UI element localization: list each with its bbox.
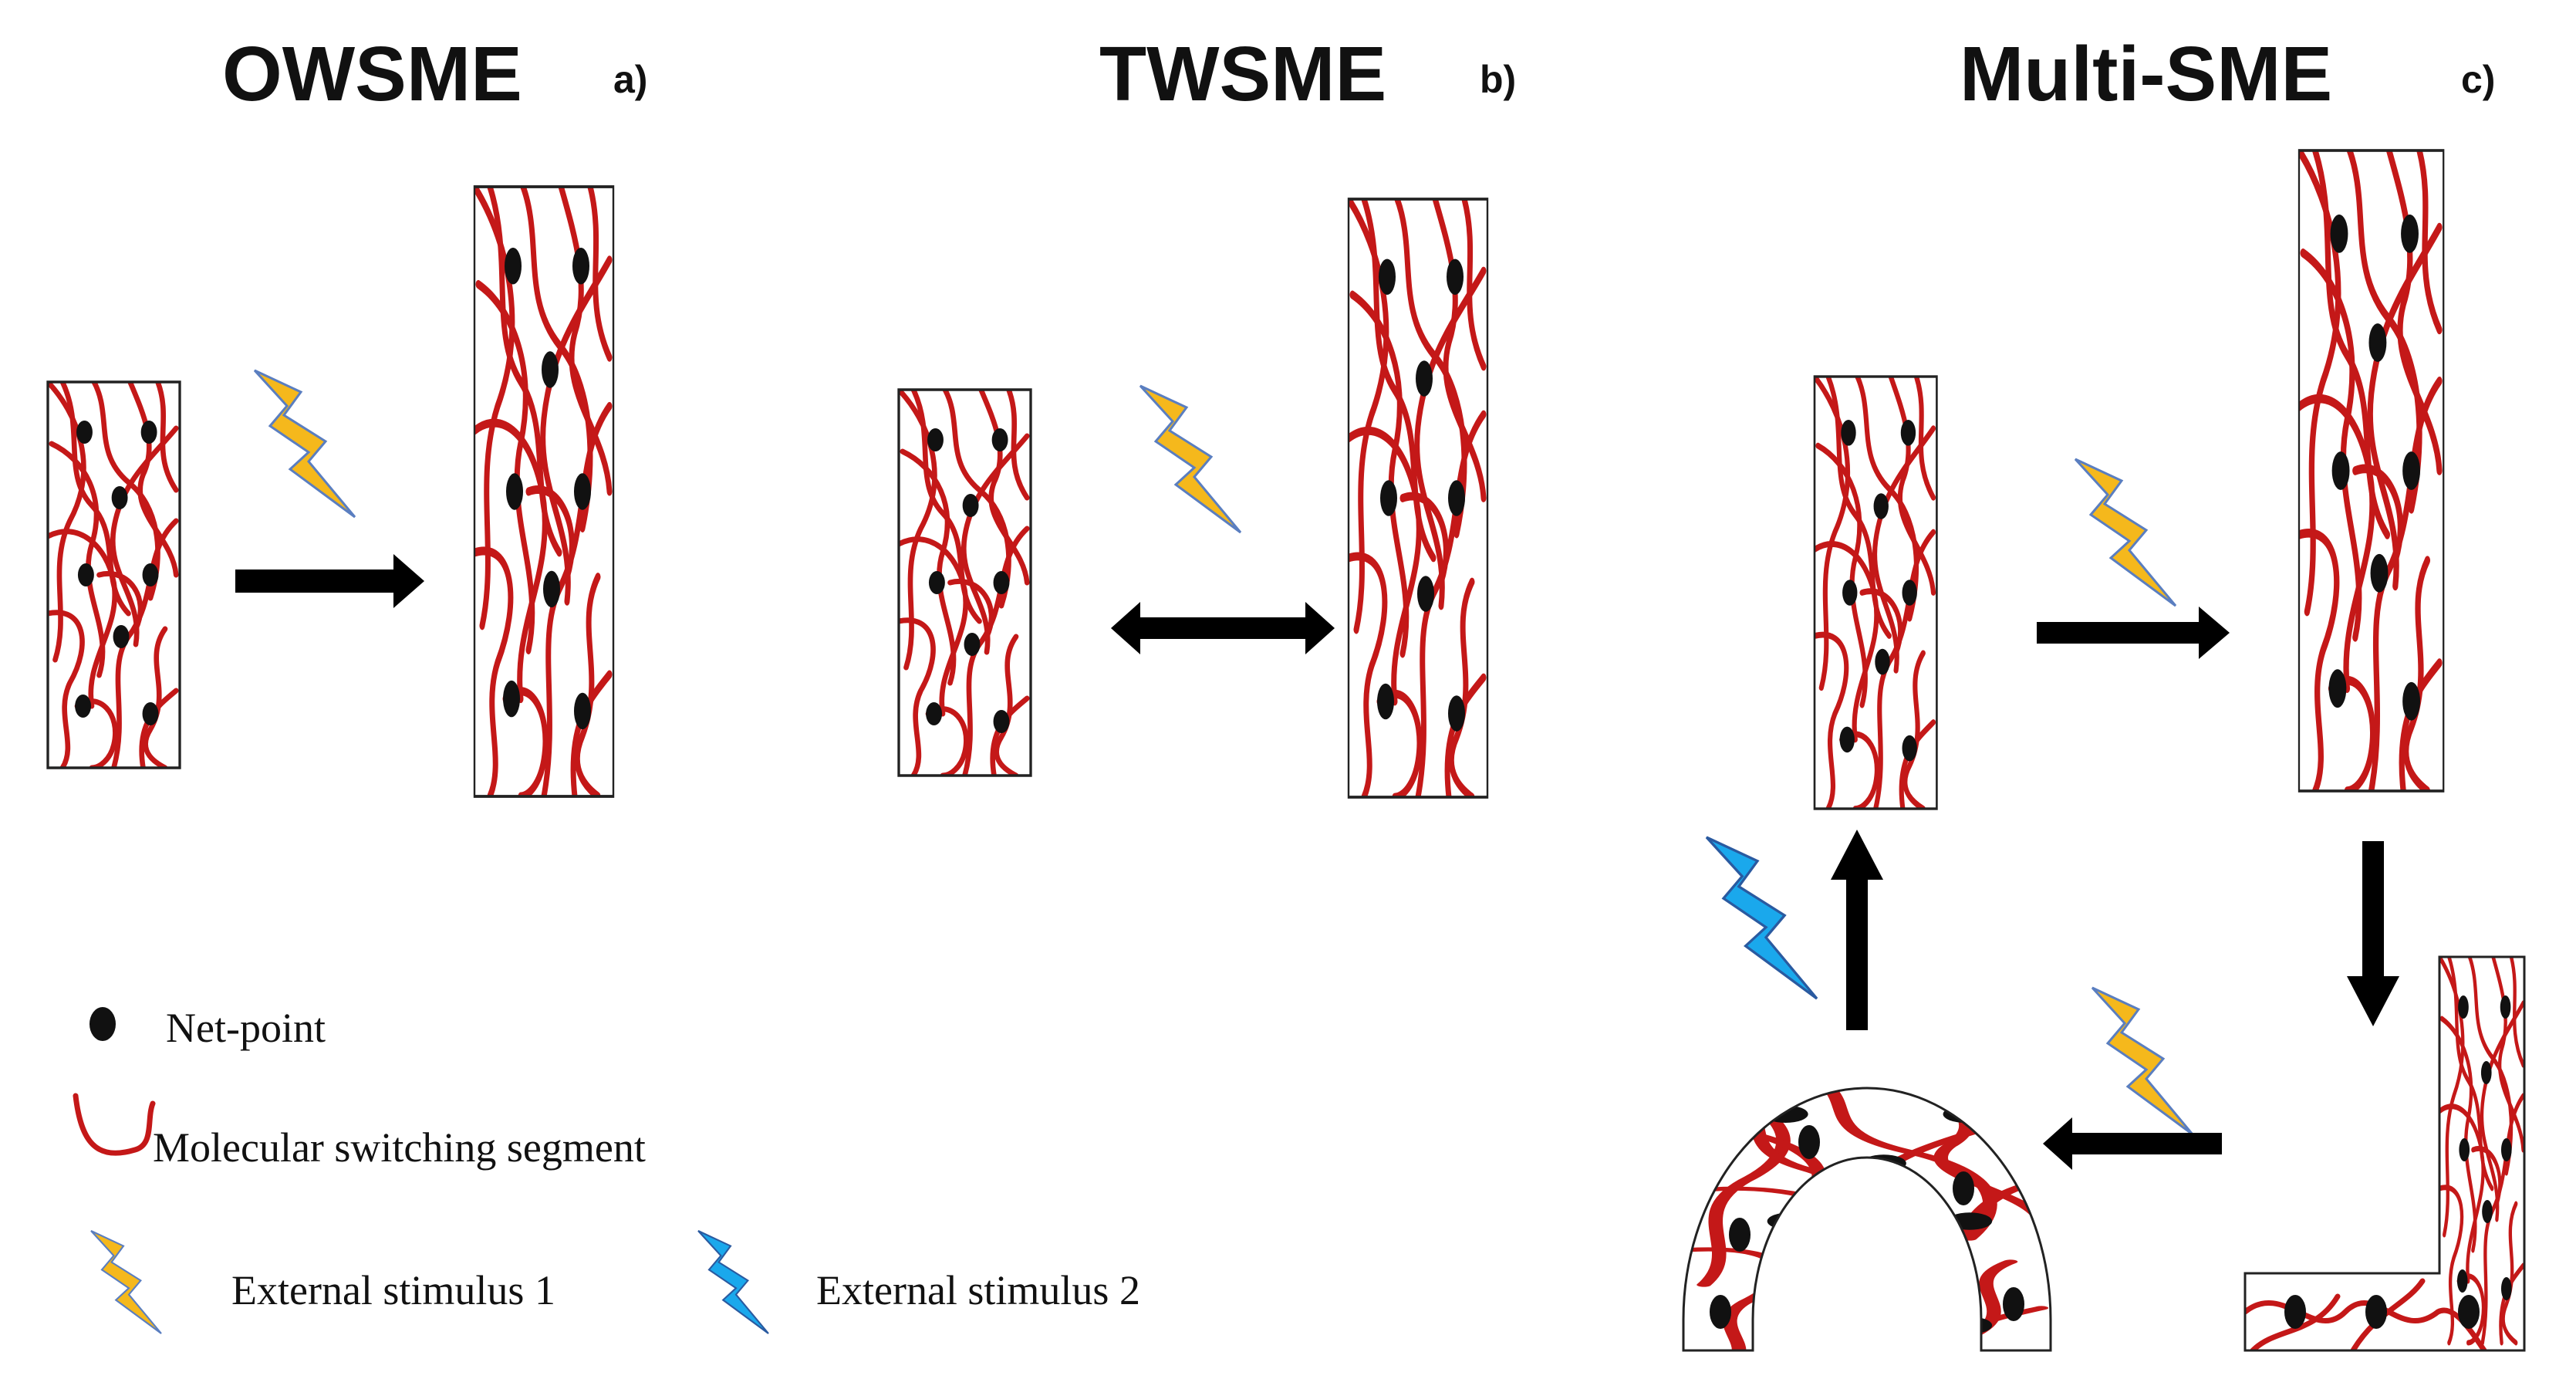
legend-stimulus-1: External stimulus 1 — [231, 1267, 555, 1313]
twsme-double-arrow — [1111, 602, 1335, 654]
multi-sme-arrow-up — [1831, 830, 1883, 1030]
panel-c-title: Multi-SME — [1960, 31, 2332, 117]
switching-segment-icon — [73, 1093, 156, 1156]
twsme-initial-network — [899, 386, 1031, 776]
owsme-initial-network — [48, 378, 180, 768]
net-point-icon — [89, 1007, 116, 1041]
legend-switching-segment: Molecular switching segment — [153, 1124, 646, 1171]
panel-a-label: a) — [613, 58, 647, 101]
legend-net-point: Net-point — [166, 1005, 326, 1051]
multi-sme-l-shaped-network — [2243, 955, 2526, 1352]
legend-stimulus-2: External stimulus 2 — [816, 1267, 1140, 1313]
multi-sme-stretched-network — [2297, 149, 2445, 793]
multi-sme-initial-network — [1813, 375, 1938, 810]
stimulus-1-icon — [253, 369, 356, 519]
stimulus-2-legend-icon — [697, 1229, 770, 1335]
stimulus-2-icon — [1705, 836, 1818, 1000]
stimulus-1-icon — [1139, 384, 1242, 534]
panel-a-title: OWSME — [222, 31, 522, 117]
legend: Net-point Molecular switching segment Ex… — [73, 1005, 1140, 1335]
multi-sme-arrow-left — [2043, 1117, 2222, 1170]
multi-sme-arrow-down — [2347, 841, 2399, 1026]
owsme-arrow — [235, 554, 424, 608]
twsme-stretched-network — [1347, 198, 1489, 799]
multi-sme-arch-network — [1682, 1087, 2052, 1352]
panel-c-label: c) — [2461, 58, 2495, 101]
stimulus-1-icon — [2091, 986, 2194, 1136]
stimulus-1-legend-icon — [89, 1229, 163, 1335]
multi-sme-arrow-right — [2037, 607, 2230, 659]
stimulus-1-icon — [2074, 458, 2177, 607]
owsme-stretched-network — [473, 185, 615, 798]
panel-b-label: b) — [1480, 58, 1516, 101]
panel-b-title: TWSME — [1099, 31, 1386, 117]
